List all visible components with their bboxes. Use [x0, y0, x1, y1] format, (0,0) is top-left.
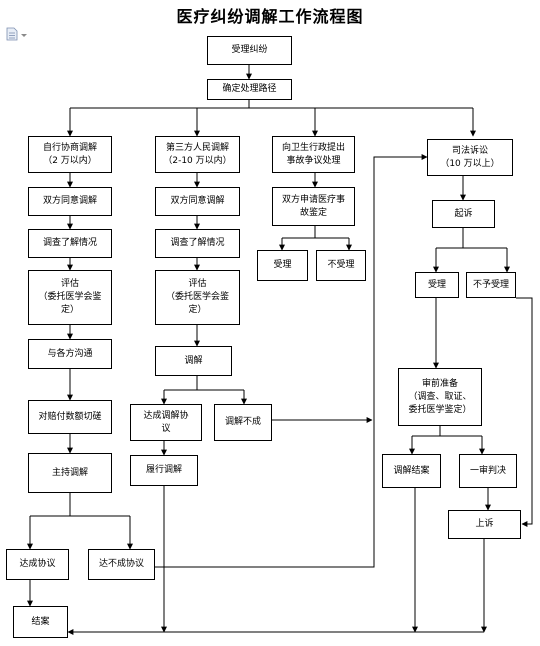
document-icon[interactable] — [6, 27, 28, 41]
a-agreement-reached-node: 达成协议 — [6, 549, 69, 580]
d-accepted-node: 受理 — [415, 272, 459, 298]
d-mediation-close-node: 调解结案 — [382, 454, 441, 488]
a-host-mediation-node: 主持调解 — [28, 453, 112, 493]
page-title: 医疗纠纷调解工作流程图 — [176, 7, 364, 26]
b-agree-node: 双方同意调解 — [155, 187, 240, 216]
d-rejected-node: 不予受理 — [466, 272, 516, 298]
a-assess-node: 评估 （委托医学会鉴 定） — [28, 270, 112, 325]
third-party-mediation-node: 第三方人民调解 （2-10 万以内） — [155, 136, 240, 173]
c-apply-identification-node: 双方申请医疗事 故鉴定 — [272, 187, 355, 226]
d-first-trial-node: 一审判决 — [459, 454, 517, 488]
b-assess-node: 评估 （委托医学会鉴 定） — [155, 270, 240, 325]
b-perform-mediation-node: 履行调解 — [130, 455, 198, 486]
c-accepted-node: 受理 — [257, 250, 308, 281]
determine-route-node: 确定处理路径 — [207, 79, 292, 100]
health-admin-node: 向卫生行政提出 事故争议处理 — [272, 136, 355, 173]
b-agreement-reached-node: 达成调解协 议 — [130, 404, 202, 441]
b-mediate-node: 调解 — [155, 346, 232, 376]
litigation-node: 司法诉讼 （10 万以上） — [427, 139, 513, 176]
c-rejected-node: 不受理 — [316, 250, 366, 281]
b-mediation-failed-node: 调解不成 — [214, 404, 272, 441]
self-mediation-node: 自行协商调解 （2 万以内） — [28, 136, 112, 173]
a-agreement-not-reached-node: 达不成协议 — [88, 549, 155, 580]
a-agree-node: 双方同意调解 — [28, 187, 112, 216]
b-investigate-node: 调查了解情况 — [155, 229, 240, 258]
close-case-node: 结案 — [13, 606, 68, 638]
a-investigate-node: 调查了解情况 — [28, 229, 112, 258]
d-sue-node: 起诉 — [432, 200, 495, 228]
d-pretrial-node: 审前准备 （调查、取证、 委托医学鉴定） — [398, 368, 482, 426]
d-appeal-node: 上诉 — [448, 510, 521, 539]
a-settle-amount-node: 对赔付数额切磋 — [28, 400, 112, 434]
accept-dispute-node: 受理纠纷 — [207, 36, 292, 65]
a-communicate-node: 与各方沟通 — [28, 339, 112, 369]
